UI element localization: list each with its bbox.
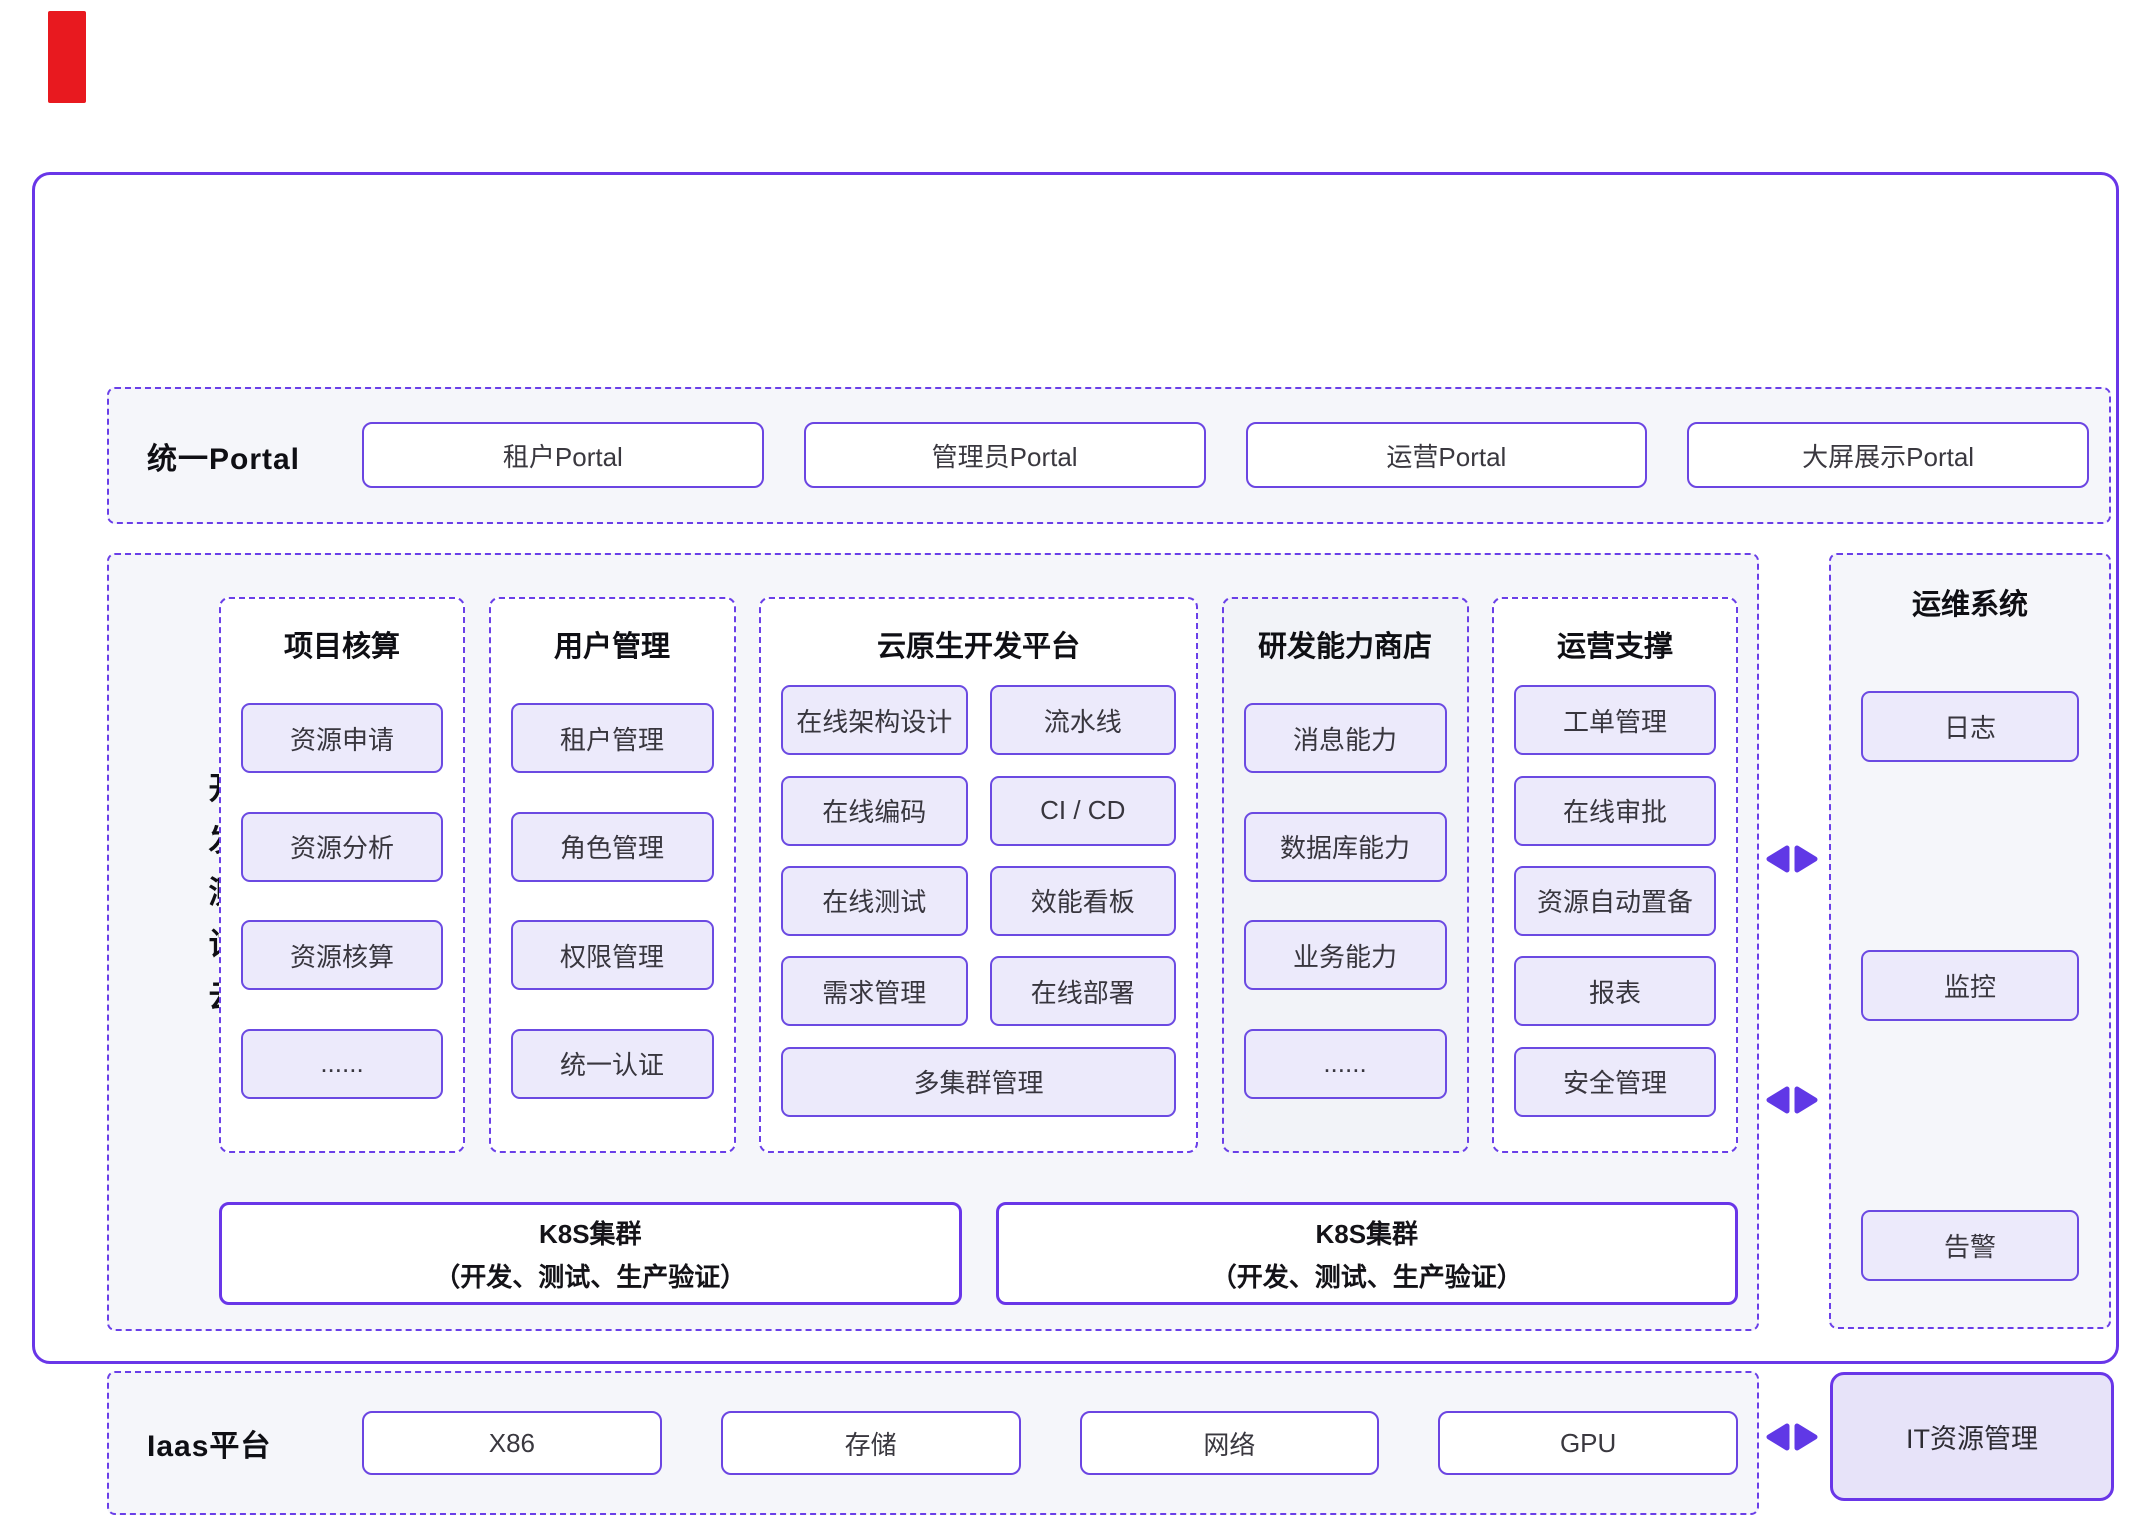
ops-item: 告警 — [1861, 1210, 2079, 1281]
capability-item: ...... — [241, 1028, 443, 1099]
capability-item: 需求管理 — [781, 956, 968, 1027]
portal-box: 运营Portal — [1245, 422, 1648, 488]
column-items: 租户管理角色管理权限管理统一认证 — [510, 665, 714, 1137]
capability-item: 流水线 — [989, 685, 1176, 756]
unified-portal-section: 统一Portal 租户Portal 管理员Portal 运营Portal 大屏展示Po… — [107, 387, 2111, 524]
iaas-box: 网络 — [1079, 1411, 1380, 1475]
capability-item: 效能看板 — [989, 865, 1176, 936]
capability-item: 统一认证 — [510, 1028, 714, 1099]
platform-container: 统一Portal 租户Portal 管理员Portal 运营Portal 大屏展示Po… — [32, 172, 2119, 1515]
column-title: 项目核算 — [283, 631, 400, 663]
capability-column: 项目核算资源申请资源分析资源核算...... — [219, 597, 465, 1153]
iaas-box-row: X86 存储网络 GPU — [362, 1411, 1738, 1475]
ops-system-title: 运维系统 — [1911, 589, 2028, 621]
column-title: 云原生开发平台 — [876, 631, 1080, 663]
bidirectional-arrows-icon — [1766, 1423, 1818, 1451]
portal-box: 管理员Portal — [803, 422, 1206, 488]
k8s-cluster-name: K8S集群 — [538, 1218, 642, 1249]
capability-item: 报表 — [1514, 956, 1716, 1027]
column-items: 消息能力数据库能力业务能力...... — [1243, 665, 1447, 1137]
portal-box-row: 租户Portal 管理员Portal 运营Portal 大屏展示Portal — [362, 422, 2089, 488]
capability-item: 多集群管理 — [781, 1046, 1176, 1117]
iaas-box: 存储 — [720, 1411, 1021, 1475]
iaas-platform-section: Iaas平台 X86 存储网络 GPU — [107, 1371, 1759, 1515]
iaas-section-label: Iaas平台 — [147, 1430, 272, 1463]
capability-item: 安全管理 — [1514, 1046, 1716, 1117]
bidirectional-arrows-icon — [1766, 845, 1818, 873]
k8s-cluster-box: K8S集群 （开发、测试、生产验证） — [995, 1202, 1738, 1305]
capability-item: 消息能力 — [1243, 703, 1447, 774]
capability-item: 资源自动置备 — [1514, 865, 1716, 936]
capability-item: 业务能力 — [1243, 920, 1447, 991]
k8s-cluster-envs: （开发、测试、生产验证） — [434, 1261, 747, 1292]
k8s-cluster-box: K8S集群 （开发、测试、生产验证） — [219, 1202, 962, 1305]
capability-column: 用户管理租户管理角色管理权限管理统一认证 — [488, 597, 736, 1153]
column-items: 在线架构设计流水线在线编码 CI / CD 在线测试效能看板需求管理在线部署多集群管… — [781, 665, 1176, 1137]
ops-item: 日志 — [1861, 691, 2079, 762]
k8s-cluster-envs: （开发、测试、生产验证） — [1210, 1261, 1523, 1292]
capability-item: 在线审批 — [1514, 775, 1716, 846]
portal-section-label: 统一Portal — [147, 442, 301, 476]
capability-column: 云原生开发平台在线架构设计流水线在线编码 CI / CD 在线测试效能看板需求管理在… — [759, 597, 1198, 1153]
capability-item: 租户管理 — [510, 703, 714, 774]
k8s-cluster-name: K8S集群 — [1315, 1218, 1419, 1249]
ops-system-section: 运维系统 日志监控告警 — [1829, 553, 2111, 1329]
capability-item: 权限管理 — [510, 920, 714, 991]
column-items: 资源申请资源分析资源核算...... — [241, 665, 443, 1137]
capability-item: 工单管理 — [1514, 685, 1716, 756]
iaas-box: GPU — [1438, 1411, 1738, 1475]
capability-item: 资源分析 — [241, 811, 443, 882]
column-title: 研发能力商店 — [1257, 631, 1432, 663]
capability-item: 在线编码 — [781, 775, 968, 846]
capability-item: 数据库能力 — [1243, 811, 1447, 882]
capability-item: 资源申请 — [241, 703, 443, 774]
capability-item: ...... — [1243, 1028, 1447, 1099]
column-items: 工单管理在线审批资源自动置备报表安全管理 — [1514, 665, 1716, 1137]
capability-item: 在线部署 — [989, 956, 1176, 1027]
column-title: 用户管理 — [553, 631, 670, 663]
dev-test-cloud-section: 开发测试云 项目核算资源申请资源分析资源核算......用户管理租户管理角色管理… — [107, 553, 1759, 1331]
capability-item: CI / CD — [989, 775, 1176, 846]
capability-column: 运营支撑工单管理在线审批资源自动置备报表安全管理 — [1492, 597, 1738, 1153]
portal-box: 大屏展示Portal — [1687, 422, 2089, 488]
capability-item: 资源核算 — [241, 920, 443, 991]
ops-item: 监控 — [1861, 950, 2079, 1021]
capability-column: 研发能力商店消息能力数据库能力业务能力...... — [1221, 597, 1469, 1153]
bidirectional-arrows-icon — [1766, 1086, 1818, 1114]
red-accent-mark — [48, 11, 86, 103]
capability-item: 在线架构设计 — [781, 685, 968, 756]
capability-item: 在线测试 — [781, 865, 968, 936]
iaas-box: X86 — [362, 1411, 662, 1475]
column-title: 运营支撑 — [1556, 631, 1673, 663]
capability-item: 角色管理 — [510, 811, 714, 882]
portal-box: 租户Portal — [362, 422, 764, 488]
k8s-cluster-row: K8S集群 （开发、测试、生产验证） K8S集群 （开发、测试、生产验证） — [219, 1202, 1738, 1305]
it-resource-box: IT资源管理 — [1830, 1372, 2114, 1501]
capability-columns: 项目核算资源申请资源分析资源核算......用户管理租户管理角色管理权限管理统一… — [219, 597, 1738, 1153]
